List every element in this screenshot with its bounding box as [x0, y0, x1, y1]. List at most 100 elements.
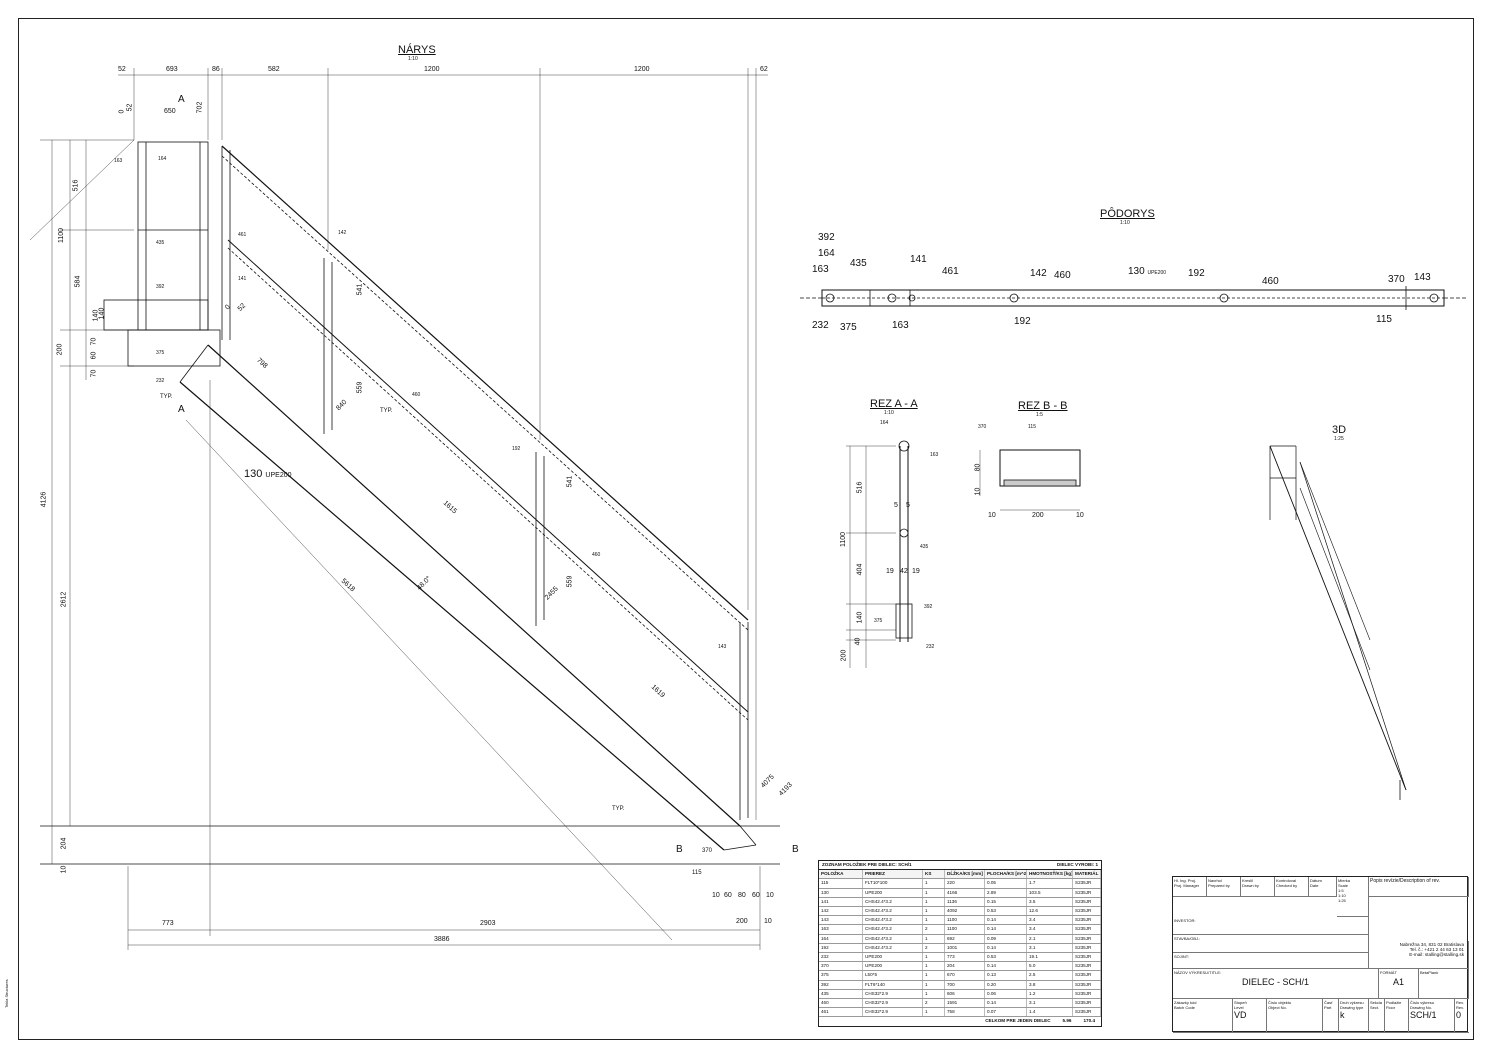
section-mark-a-top: A: [178, 94, 185, 105]
rez-aa-left-5: 200: [840, 649, 848, 662]
tb-podlazie-text: Podlažie: [1386, 1000, 1402, 1005]
tb-druh-value: k: [1340, 1010, 1345, 1020]
tb-kreslil-en: Drawn by: [1242, 883, 1259, 888]
parts-cell: FLT10*100: [863, 879, 923, 888]
parts-cell: 0.14: [985, 916, 1027, 925]
parts-cell: 3.1: [1027, 999, 1073, 1008]
parts-cell: 0.53: [985, 907, 1027, 916]
podorys-top-143: 143: [1414, 272, 1431, 283]
rez-bb-bottom-10a: 10: [988, 512, 996, 519]
tb-stupen-value: VD: [1234, 1010, 1247, 1020]
parts-cell: 0.14: [985, 925, 1027, 934]
parts-cell: 1: [923, 897, 945, 907]
parts-cell: 370: [819, 962, 863, 971]
parts-cell: 3.5: [1027, 897, 1073, 907]
dim-mid-5: 1615: [441, 499, 458, 516]
parts-list-columns: POLOŽKA PRIEREZ KS DĹŽKA/KS [mm] PLOCHA/…: [819, 870, 1101, 880]
dim-top-small-0: 0: [118, 109, 126, 114]
narys-part-460a: 460: [412, 392, 421, 398]
beam-label: 130 UPE200: [244, 468, 292, 480]
dim-mid-6: 1619: [649, 683, 666, 700]
parts-cell: 392: [819, 980, 863, 989]
side-note: Tekla Structures: [4, 979, 9, 1008]
parts-cell: 0.20: [985, 980, 1027, 989]
tb-company-addr: Nabrežna 34, 831 02 Bratislava: [1399, 942, 1464, 947]
parts-cell: CHS32*2.9: [863, 989, 923, 999]
narys-part-435: 435: [156, 240, 165, 246]
narys-part-142: 142: [338, 230, 347, 236]
tb-format-label: FORMÁT: [1380, 970, 1397, 975]
dim-left-2: 584: [74, 275, 82, 288]
section-mark-b-right: B: [792, 844, 799, 855]
dim-left-9: 2612: [60, 591, 68, 608]
col-hmotnost: HMOTNOSŤ/KS [kg]: [1027, 870, 1073, 879]
handrail-top: [221, 145, 749, 621]
podorys-top-192: 192: [1188, 268, 1205, 279]
tb-vypracoval-text: Navrhol: [1208, 878, 1222, 883]
parts-cell: L50*5: [863, 971, 923, 980]
parts-header-qty: 1: [1095, 862, 1098, 867]
parts-cell: 12.6: [1027, 907, 1073, 916]
tb-stavba-text: STAVBA/OBJ.:: [1174, 936, 1201, 941]
tb-sekcia-en: Sect.: [1370, 1005, 1380, 1010]
parts-cell: 375: [819, 971, 863, 980]
parts-cell: 1591: [945, 999, 985, 1008]
tb-zkod-en: Batch Code: [1174, 1005, 1195, 1010]
parts-cell: 0.14: [985, 999, 1027, 1008]
parts-cell: 0.07: [985, 1008, 1027, 1017]
parts-cell: S235JR: [1073, 953, 1101, 962]
tb-podlazie-en: Floor: [1386, 1005, 1396, 1010]
dim-left-0: 516: [72, 179, 80, 192]
dim-mid-12: 4193: [777, 781, 794, 798]
col-plocha: PLOCHA/KS [m^2]: [985, 870, 1027, 879]
section-mark-b-left: B: [676, 844, 683, 855]
dim-top-0: 52: [118, 66, 126, 73]
dim-left-5: 60: [90, 351, 98, 360]
tb-nazov-value: DIELEC - SCH/1: [1241, 977, 1310, 987]
tb-cislo-vyk-en: Drawing No.: [1410, 1005, 1433, 1010]
tb-sojint: SOJINT:: [1173, 953, 1369, 969]
parts-cell: 192: [819, 943, 863, 953]
parts-cell: 2.5: [1027, 971, 1073, 980]
parts-cell: 3.4: [1027, 925, 1073, 934]
parts-cell: S235JR: [1073, 962, 1101, 971]
rez-bb-title: REZ B - B: [1018, 400, 1068, 412]
parts-cell: 1: [923, 989, 945, 999]
parts-cell: S235JR: [1073, 971, 1101, 980]
rez-aa-left-3: 140: [856, 611, 864, 624]
tb-format-value: A1: [1392, 977, 1404, 987]
parts-cell: CHS42.4*3.2: [863, 916, 923, 925]
tb-nazov: NÁZOV VÝKRESU/TITLE: DIELEC - SCH/1: [1173, 969, 1379, 999]
parts-cell: 460: [819, 999, 863, 1008]
parts-cell: S235JR: [1073, 888, 1101, 897]
parts-cell: 142: [819, 907, 863, 916]
dim-left-1: 1100: [58, 227, 66, 244]
tb-nazov-label: NÁZOV VÝKRESU/TITLE:: [1174, 970, 1222, 975]
rez-aa-left-4: 40: [854, 637, 862, 646]
rez-bb-left-10: 10: [974, 487, 982, 496]
rez-aa-435: 435: [920, 544, 929, 550]
tb-kontroloval-en: Checked by: [1276, 883, 1298, 888]
tb-sojint-text: SOJINT:: [1174, 954, 1189, 959]
podorys-scale: 1:10: [1120, 220, 1130, 226]
parts-cell: 1.4: [1027, 1008, 1073, 1017]
parts-cell: 1: [923, 1008, 945, 1017]
narys-part-375: 375: [156, 350, 165, 356]
dim-left-8: 4126: [40, 491, 48, 508]
dim-top-1: 693: [166, 66, 178, 73]
dim-bottom-3: 200: [736, 918, 748, 925]
narys-part-143: 143: [718, 644, 727, 650]
section-mark-a-bottom: A: [178, 404, 185, 415]
rez-aa-left-0: 516: [856, 481, 864, 494]
